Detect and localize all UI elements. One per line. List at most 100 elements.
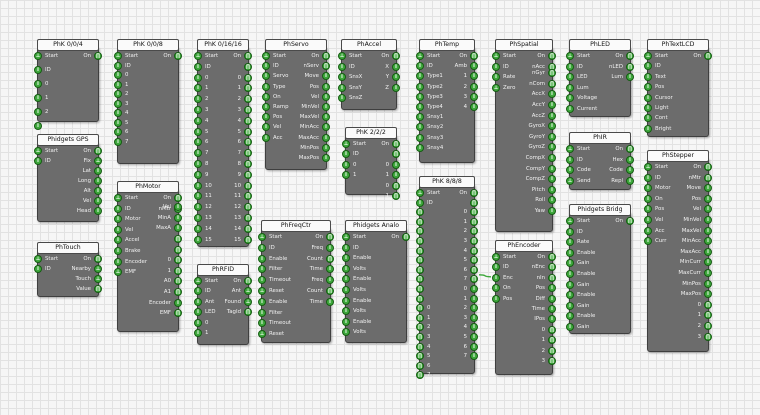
input-pin-port[interactable]: ∏ [416,227,424,236]
input-pin-led[interactable]: i [566,73,574,82]
input-pin-brake[interactable]: i [114,247,122,255]
input-pin-start[interactable]: ⊥ [416,189,424,197]
output-pin-6[interactable]: i [470,342,478,351]
output-pin-ipos[interactable]: i [548,315,556,324]
output-pin-2[interactable]: ∏ [704,322,712,330]
input-pin-0[interactable]: i [114,71,122,79]
input-pin-1[interactable]: i [342,171,350,180]
input-pin-enable[interactable]: i [258,297,266,306]
output-pin-port[interactable]: ∏ [470,198,478,207]
output-pin-on[interactable]: ∏ [626,145,634,153]
input-pin-snsy1[interactable]: i [416,113,424,122]
input-pin-gain[interactable]: i [566,259,574,268]
output-pin-nled[interactable]: ∏ [626,62,634,71]
input-pin-0[interactable]: ∏ [416,304,424,313]
input-pin-accel[interactable]: i [114,236,122,245]
input-pin-rate[interactable]: i [492,73,500,82]
output-pin-repl[interactable]: i [626,176,634,185]
output-pin-on[interactable]: ∏ [548,52,556,60]
output-pin-3[interactable]: i [470,92,478,101]
output-pin-maxcurr[interactable]: i [704,269,712,277]
input-pin-15[interactable]: i [194,235,202,244]
input-pin-type3[interactable]: i [416,92,424,101]
input-pin-filter[interactable]: i [258,308,266,317]
input-pin-reset[interactable]: ⊥ [258,287,266,295]
input-pin-id[interactable]: i [492,263,500,272]
output-pin-3[interactable]: ∏ [470,237,478,245]
output-pin-lat[interactable]: i [94,167,102,175]
input-pin-id[interactable]: i [342,243,350,252]
output-pin-ngyr[interactable]: ∏ [548,69,556,78]
input-pin-timeout[interactable]: i [258,319,266,328]
output-pin-on[interactable]: ∏ [402,233,410,241]
input-pin-2[interactable]: i [114,90,122,98]
output-pin-maxacc[interactable]: i [704,247,712,256]
input-pin-start[interactable]: ⊥ [492,52,500,60]
output-pin-compx[interactable]: i [548,154,556,162]
input-pin-acc[interactable]: i [262,133,270,142]
output-pin-7[interactable]: ∏ [244,149,252,158]
output-pin-accz[interactable]: i [548,111,556,120]
input-pin-6[interactable]: ∏ [416,361,424,370]
input-pin-6[interactable]: i [114,128,122,136]
output-pin-a0[interactable]: ∏ [174,277,182,286]
input-pin-3[interactable]: i [34,122,42,130]
output-pin-6[interactable]: ∏ [470,265,478,274]
input-pin-enable[interactable]: i [342,317,350,326]
input-pin-snsy2[interactable]: i [416,123,424,132]
output-pin-on[interactable]: ∏ [704,52,712,60]
output-pin-tagid[interactable]: ∏ [244,308,252,317]
input-pin-1[interactable]: i [194,329,202,337]
input-pin-start[interactable]: ⊥ [342,233,350,241]
input-pin-0[interactable]: i [34,80,42,88]
input-pin-port[interactable]: ∏ [416,246,424,255]
input-pin-start[interactable]: ⊥ [644,52,652,60]
output-pin-7[interactable]: i [470,352,478,361]
output-pin-7[interactable]: ∏ [470,275,478,284]
output-pin-0[interactable]: i [470,285,478,293]
input-pin-start[interactable]: ⊥ [644,163,652,171]
input-pin-start[interactable]: ⊥ [258,233,266,241]
input-pin-start[interactable]: ⊥ [492,253,500,261]
input-pin-motor[interactable]: i [114,215,122,224]
output-pin-time[interactable]: i [326,297,334,306]
input-pin-on[interactable]: i [644,194,652,203]
input-pin-start[interactable]: ⊥ [34,52,42,60]
output-pin-1[interactable]: ∏ [392,192,400,200]
input-pin-current[interactable]: i [566,105,574,113]
input-pin-filter[interactable]: i [258,265,266,274]
output-pin-0[interactable]: ∏ [548,325,556,334]
input-pin-0[interactable]: i [342,160,350,169]
output-pin-nenc[interactable]: ∏ [548,263,556,272]
output-pin-x[interactable]: i [392,62,400,71]
output-pin-code[interactable]: i [626,166,634,175]
input-pin-id[interactable]: i [114,61,122,70]
input-pin-port[interactable]: ∏ [416,256,424,265]
output-pin-0[interactable]: ∏ [470,208,478,217]
input-pin-type4[interactable]: i [416,103,424,111]
input-pin-start[interactable]: ⊥ [194,277,202,285]
input-pin-servo[interactable]: i [262,72,270,81]
output-pin-ncom[interactable]: ∏ [548,79,556,88]
output-pin-minacc[interactable]: i [322,123,330,132]
output-pin-0[interactable]: ∏ [174,256,182,265]
output-pin-2[interactable]: ∏ [470,227,478,236]
input-pin-gain[interactable]: i [566,301,574,310]
output-pin-6[interactable]: ∏ [244,138,252,147]
input-pin-encoder[interactable]: i [114,257,122,266]
input-pin-3[interactable]: ∏ [416,333,424,341]
input-pin-snsy3[interactable]: i [416,133,424,142]
input-pin-gain[interactable]: i [566,280,574,289]
input-pin-enable[interactable]: i [566,248,574,257]
output-pin-pos[interactable]: i [704,194,712,203]
output-pin-on[interactable]: ∏ [470,52,478,60]
output-pin-z[interactable]: i [392,83,400,92]
